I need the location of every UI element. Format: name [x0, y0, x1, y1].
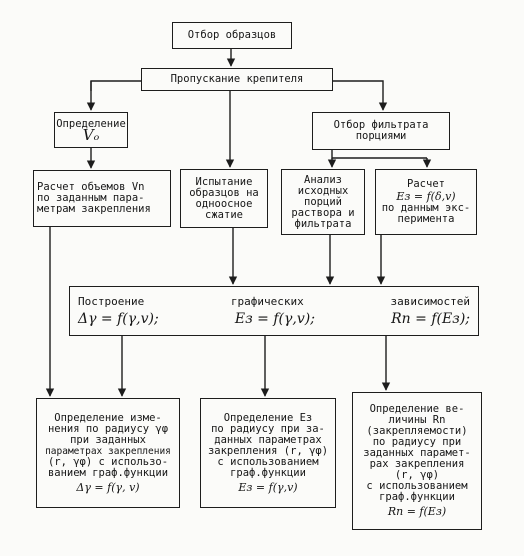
analysis-line-1: Анализ — [304, 173, 342, 186]
result-gamma-line-2: нения по радиусу γφ — [47, 422, 169, 435]
result-gamma-line-4: параметрах закрепления — [45, 445, 171, 457]
compression-line-3: одноосное — [195, 197, 253, 210]
graphs-formula-gamma: Δγ = f(γ,v); — [78, 310, 159, 327]
result-r-line-1: Определение ве- — [369, 403, 465, 415]
result-gamma-line-5: (r, γφ) с использо- — [47, 455, 169, 468]
result-r-line-3: (закрепляемости) — [366, 425, 468, 437]
determination-label: Определение — [56, 118, 126, 130]
result-r-line-6: рах закрепления — [369, 458, 465, 470]
result-e-line-3: данных параметрах — [214, 433, 322, 446]
calc-e-formula: Eз = f(δ,v) — [396, 190, 456, 203]
graphs-box: Построение графических зависимостей Δγ =… — [69, 286, 479, 336]
compression-box: Испытание образцов на одноосное сжатие — [180, 169, 268, 228]
wire-filtrate-split — [331, 150, 427, 159]
volumes-line-2: по заданным пара- — [37, 192, 145, 204]
filtrate-sampling-box: Отбор фильтрата порциями — [312, 112, 450, 150]
volumes-box: Расчет объемов Vn по заданным пара- метр… — [33, 170, 171, 227]
result-gamma-line-3: при заданных — [70, 433, 146, 446]
analysis-line-2: исходных — [297, 184, 349, 197]
compression-line-2: образцов на — [189, 186, 259, 199]
result-gamma-line-1: Определение изме- — [54, 411, 162, 424]
result-gamma-box: Определение изме- нения по радиусу γφ пр… — [36, 398, 180, 508]
sampling-label: Отбор образцов — [187, 29, 277, 41]
sampling-box: Отбор образцов — [172, 22, 292, 49]
result-r-box: Определение ве- личины Rn (закрепляемост… — [352, 392, 482, 530]
calc-e-box: Расчет Eз = f(δ,v) по данным экс- периме… — [375, 169, 477, 235]
result-r-line-8: с использованием — [366, 480, 468, 492]
result-e-line-6: граф.функции — [230, 466, 306, 479]
graphs-title-row: Построение графических зависимостей — [78, 296, 470, 307]
determination-box: Определение Vₒ — [54, 112, 128, 148]
compression-line-1: Испытание — [195, 175, 253, 188]
analysis-line-4: раствора и — [291, 206, 355, 219]
result-e-line-5: с использованием — [217, 455, 319, 468]
analysis-line-3: порций — [304, 195, 342, 208]
filtrate-label-1: Отбор фильтрата — [333, 119, 429, 131]
result-gamma-line-6: ванием граф.функции — [47, 466, 169, 479]
compression-line-4: сжатие — [205, 208, 243, 221]
result-r-line-4: по радиусу при — [372, 436, 462, 448]
volumes-line-1: Расчет объемов Vn — [37, 181, 145, 193]
analysis-box: Анализ исходных порций раствора и фильтр… — [281, 169, 365, 235]
determination-symbol: Vₒ — [82, 126, 100, 144]
filtrate-label-2: порциями — [355, 130, 407, 142]
result-r-line-7: (r, γφ) — [394, 469, 440, 481]
graphs-formula-row: Δγ = f(γ,v); Eз = f(γ,v); Rn = f(Eз); — [78, 311, 470, 327]
result-r-formula: Rn = f(Eз) — [387, 505, 447, 518]
result-e-line-1: Определение Eз — [223, 411, 313, 424]
result-r-line-2: личины Rn — [388, 414, 446, 426]
result-gamma-formula: Δγ = f(γ, v) — [76, 480, 140, 494]
passing-label: Пропускание крепителя — [170, 73, 304, 85]
result-e-line-4: закрепления (r, γφ) — [207, 444, 329, 457]
graphs-title-2: графических — [230, 294, 304, 308]
graphs-title-1: Построение — [78, 294, 145, 308]
arrow-to-filtrate — [333, 80, 388, 111]
result-r-line-9: граф.функции — [379, 491, 455, 503]
analysis-line-5: фильтрата — [294, 217, 352, 230]
result-e-formula: Eз = f(γ,v) — [238, 480, 298, 494]
calc-e-title: Расчет — [407, 178, 445, 190]
wire-passing-left — [90, 80, 141, 91]
result-e-line-2: по радиусу при за- — [211, 422, 325, 435]
calc-e-line-2: по данным экс- — [381, 202, 471, 214]
graphs-title-3: зависимостей — [390, 294, 470, 308]
passing-box: Пропускание крепителя — [141, 68, 333, 91]
calc-e-line-3: перимента — [397, 213, 455, 225]
graphs-formula-r: Rn = f(Eз); — [391, 310, 470, 327]
result-e-box: Определение Eз по радиусу при за- данных… — [200, 398, 336, 508]
volumes-line-3: метрам закрепления — [37, 203, 151, 215]
result-r-line-5: заданных парамет- — [363, 447, 471, 459]
graphs-formula-e: Eз = f(γ,v); — [234, 310, 315, 327]
